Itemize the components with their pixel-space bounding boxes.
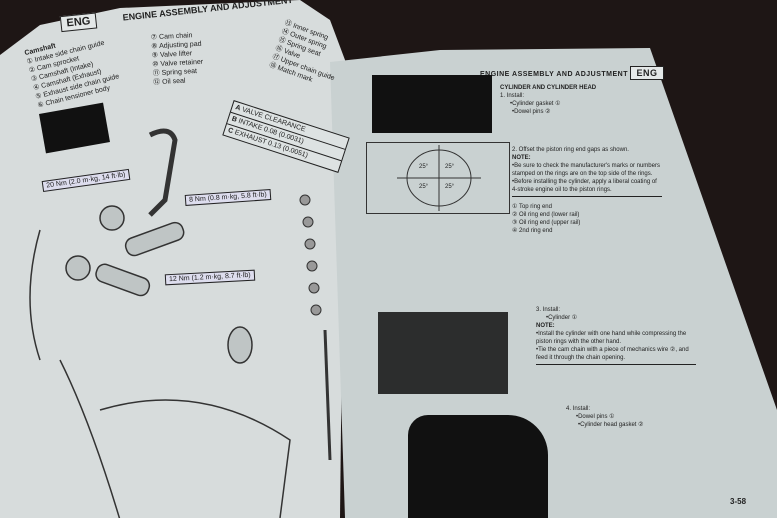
camshaft-exploded-diagram: [29, 128, 332, 518]
legend-item: ④ 2nd ring end: [512, 228, 553, 234]
note-text: •Install the cylinder with one hand whil…: [536, 331, 687, 345]
step-item: •Cylinder head gasket ②: [578, 422, 644, 428]
step-title: 2. Offset the piston ring end gaps as sh…: [512, 147, 629, 153]
note-label: NOTE:: [536, 323, 555, 329]
cylinder-install-photo: [378, 312, 508, 394]
cylinder-photo: [372, 75, 492, 133]
step-4: 4. Install: •Dowel pins ① •Cylinder head…: [566, 405, 644, 429]
right-page-header: ENGINE ASSEMBLY AND ADJUSTMENT ENG: [480, 66, 664, 80]
note-text: •Before installing the cylinder, apply a…: [512, 179, 657, 193]
step-3: 3. Install: •Cylinder ① NOTE: •Install t…: [536, 306, 696, 365]
step-item: •Dowel pins ①: [576, 414, 615, 420]
eng-badge: ENG: [630, 66, 664, 80]
cylinder-head-photo: [408, 415, 548, 518]
step-item: •Cylinder gasket ①: [510, 101, 561, 107]
note-text: •Be sure to check the manufacturer's mar…: [512, 163, 660, 177]
legend-item: ① Top ring end: [512, 204, 552, 210]
step-item: •Dowel pins ②: [512, 109, 551, 115]
note-label: NOTE:: [512, 155, 531, 161]
step-title: 1. Install:: [500, 93, 525, 99]
angle-label: 25°: [419, 184, 429, 190]
note-text: •Tie the cam chain with a piece of mecha…: [536, 347, 689, 361]
left-page: [0, 0, 345, 518]
legend-item: ③ Oil ring end (upper rail): [512, 220, 581, 226]
angle-label: 25°: [419, 164, 429, 170]
step-title: 4. Install:: [566, 406, 591, 412]
angle-label: 25°: [445, 164, 455, 170]
step-item: •Cylinder ①: [546, 315, 578, 321]
step-1: CYLINDER AND CYLINDER HEAD 1. Install: •…: [500, 84, 596, 116]
legend-item: ② Oil ring end (lower rail): [512, 212, 580, 218]
header-title: ENGINE ASSEMBLY AND ADJUSTMENT: [480, 71, 629, 78]
step-2: 2. Offset the piston ring end gaps as sh…: [512, 146, 662, 235]
step-title: 3. Install:: [536, 307, 561, 313]
ring-gap-diagram: 25° 25° 25° 25°: [366, 142, 510, 214]
angle-label: 25°: [445, 184, 455, 190]
page-number: 3-58: [730, 497, 747, 506]
section-title: CYLINDER AND CYLINDER HEAD: [500, 85, 597, 91]
